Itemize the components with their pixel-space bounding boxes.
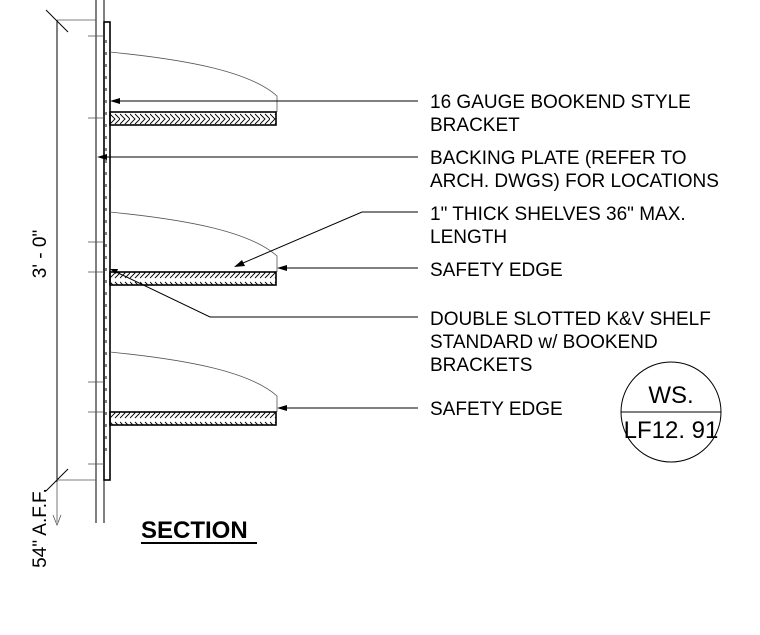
section-title: SECTION [141,517,257,544]
shelf-standard [103,21,111,481]
callout-shelf-standard: DOUBLE SLOTTED K&V SHELF STANDARD w/ BOO… [430,309,711,376]
detail-tag: WS. LF12. 91 [620,361,722,463]
callout-line: BRACKET [430,115,520,136]
callout-line: STANDARD w/ BOOKEND [430,332,658,353]
callout-safety-edge-2: SAFETY EDGE [430,399,563,420]
shelf-top [109,51,278,126]
callout-bracket: 16 GAUGE BOOKEND STYLE BRACKET [430,92,691,136]
wall [95,0,105,523]
callout-line: SAFETY EDGE [430,399,563,420]
detail-tag-sheet: LF12. 91 [624,417,719,444]
callout-line: BRACKETS [430,355,532,376]
callout-backing-plate: BACKING PLATE (REFER TO ARCH. DWGS) FOR … [430,148,719,192]
shelf-middle [109,211,278,286]
callout-shelves: 1" THICK SHELVES 36" MAX. LENGTH [430,204,686,248]
callout-line: SAFETY EDGE [430,260,563,281]
detail-tag-number: WS. [648,382,693,409]
callout-line: DOUBLE SLOTTED K&V SHELF [430,309,711,330]
elevation-label: 54" A.F.F. [30,488,51,568]
elevation-marker: 54" A.F.F. [30,482,62,568]
shelf-bottom [109,351,278,426]
height-dimension: 3' - 0" [30,9,96,492]
section-title-text: SECTION [141,517,248,544]
height-dimension-label: 3' - 0" [30,230,51,278]
callout-line: 1" THICK SHELVES 36" MAX. [430,204,686,225]
wall-fasteners [88,35,104,465]
callout-safety-edge-1: SAFETY EDGE [430,260,563,281]
callout-line: LENGTH [430,227,507,248]
leader-lines [97,98,418,411]
callout-line: 16 GAUGE BOOKEND STYLE [430,92,691,113]
callout-line: ARCH. DWGS) FOR LOCATIONS [430,171,719,192]
callout-line: BACKING PLATE (REFER TO [430,148,687,169]
